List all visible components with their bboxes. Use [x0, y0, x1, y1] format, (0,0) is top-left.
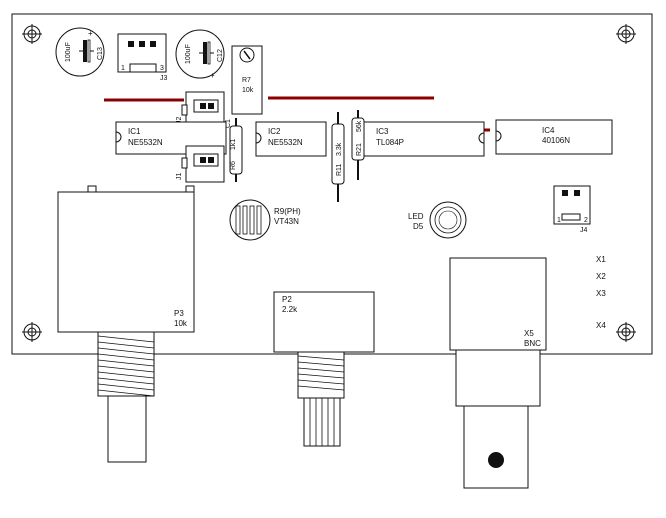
p2-shaft-knurl [297, 355, 345, 391]
j3-ref: J3 [160, 75, 168, 82]
connector-j3: 1 3 J3 [117, 33, 168, 82]
r11-value: 3.3k [336, 142, 343, 156]
ic-ic3: IC3 TL084P [363, 121, 485, 157]
capacitor-c12: 100uF C12 + [175, 29, 225, 80]
x4-ref: X4 [596, 321, 606, 330]
p3-ref: P3 [174, 309, 184, 318]
r7-ref: R7 [242, 77, 251, 84]
mounting-hole-bottom-left [22, 322, 42, 342]
mounting-hole-top-left [22, 24, 42, 44]
ic2-ref: IC2 [268, 127, 281, 136]
x2-ref: X2 [596, 272, 606, 281]
photoresistor-r9: R9(PH) VT43N [229, 199, 301, 241]
x3-ref: X3 [596, 289, 606, 298]
r7-value: 10k [242, 87, 254, 94]
x5-body [455, 349, 541, 407]
ic4-ref: IC4 [542, 126, 555, 135]
p2-value: 2.2k [282, 305, 298, 314]
ic4-part: 40106N [542, 136, 570, 145]
r9-part: VT43N [274, 217, 299, 226]
connector-j1: J1 [176, 145, 225, 183]
r11-ref: R11 [336, 164, 343, 176]
r21-ref: R21 [356, 143, 363, 156]
potentiometer-p3: P3 10k [57, 185, 195, 463]
ic1-ref: IC1 [128, 127, 141, 136]
j3-pin1: 1 [121, 65, 125, 72]
ic2-part: NE5532N [268, 138, 303, 147]
d5-part: LED [408, 212, 424, 221]
j4-ref: J4 [580, 227, 588, 234]
c13-polarity: + [88, 29, 93, 38]
p2-shaft-base [297, 351, 345, 399]
resistor-r11: 3.3k R11 [331, 112, 345, 202]
potentiometer-p2: P2 2.2k [273, 291, 375, 447]
c12-value: 100uF [185, 44, 192, 64]
p3-shaft-knurl [97, 335, 155, 397]
connector-j4: 1 2 J4 [553, 185, 591, 234]
connector-j2: J2 [176, 91, 225, 127]
d5-ref: D5 [413, 222, 424, 231]
x1-ref: X1 [596, 255, 606, 264]
c13-value: 100uF [65, 42, 72, 62]
p3-shaft-base [97, 331, 155, 397]
resistor-r6: 1k1 R6 [229, 118, 243, 182]
mounting-hole-bottom-right [616, 322, 636, 342]
c1-ref: C1 [225, 119, 232, 128]
ic3-part: TL084P [376, 138, 404, 147]
j2-ref: J2 [176, 117, 183, 125]
c12-polarity: + [210, 71, 215, 80]
x5-part: BNC [524, 339, 541, 348]
x5-ref: X5 [524, 329, 534, 338]
c12-ref: C12 [217, 49, 224, 62]
trimmer-r7: R7 10k [231, 45, 263, 115]
p3-value: 10k [174, 319, 188, 328]
ic1-part: NE5532N [128, 138, 163, 147]
j4-pin1: 1 [557, 217, 561, 224]
resistor-r21: 56k R21 [351, 110, 365, 180]
p2-ref: P2 [282, 295, 292, 304]
j4-pin2: 2 [584, 217, 588, 224]
mounting-hole-top-right [616, 24, 636, 44]
ic-ic2: IC2 NE5532N [255, 121, 327, 157]
ic-ic4: IC4 40106N [495, 119, 613, 155]
ic-ic1: IC1 NE5532N [115, 121, 227, 155]
x5-pin [488, 452, 504, 468]
c13-ref: C13 [97, 47, 104, 60]
r9-ref: R9(PH) [274, 207, 301, 216]
j3-pin3: 3 [160, 65, 164, 72]
connector-x5-bnc: X5 BNC [449, 257, 547, 489]
led-d5: LED D5 [408, 201, 467, 239]
capacitor-c13: 100uF C13 + [55, 27, 105, 77]
ic3-ref: IC3 [376, 127, 389, 136]
r6-ref: R6 [230, 161, 237, 170]
p3-shaft-tip [107, 395, 147, 463]
r6-value: 1k1 [230, 139, 237, 150]
j1-ref: J1 [176, 173, 183, 181]
x5-jack [463, 405, 529, 489]
r21-value: 56k [356, 120, 363, 132]
